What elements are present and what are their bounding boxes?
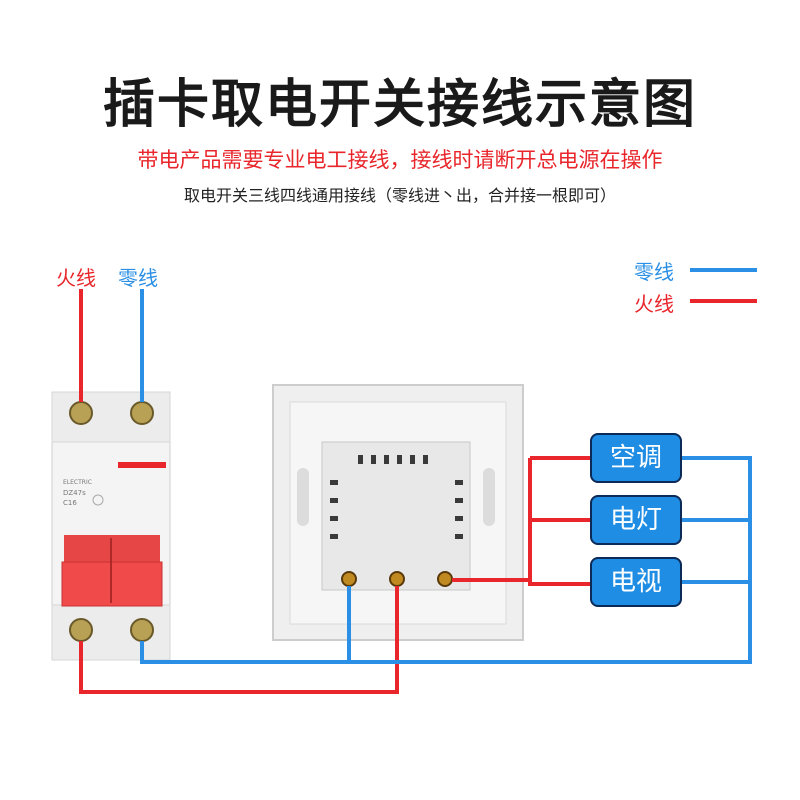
breaker-terminal-top-neutral[interactable] <box>130 401 154 425</box>
breaker-terminal-bottom-neutral[interactable] <box>130 618 154 642</box>
legend-neutral-label: 零线 <box>634 260 674 284</box>
neutral-input-label: 零线 <box>118 266 158 290</box>
switch-terminal-neutral[interactable] <box>341 571 357 587</box>
breaker-model: DZ47s <box>63 489 86 497</box>
neutral-wire-main <box>140 456 752 664</box>
load-light: 电灯 <box>590 495 682 545</box>
safety-warning: 带电产品需要专业电工接线，接线时请断开总电源在操作 <box>137 148 663 172</box>
switch-terminal-live-in[interactable] <box>389 571 405 587</box>
load-air-conditioner: 空调 <box>590 433 682 483</box>
breaker-terminal-top-live[interactable] <box>69 401 93 425</box>
live-input-label: 火线 <box>56 266 96 290</box>
page-title: 插卡取电开关接线示意图 <box>102 75 697 135</box>
live-wire-to-switch <box>79 586 399 694</box>
legend-live-label: 火线 <box>634 292 674 316</box>
breaker-brand: ELECTRIC <box>63 479 92 486</box>
breaker-rating: C16 <box>63 499 77 507</box>
load-tv: 电视 <box>590 557 682 607</box>
wiring-subtitle: 取电开关三线四线通用接线（零线进丶出，合并接一根即可） <box>183 186 616 205</box>
switch-terminal-live-out[interactable] <box>437 571 453 587</box>
breaker-terminal-bottom-live[interactable] <box>69 618 93 642</box>
circuit-breaker: ELECTRIC DZ47s C16 <box>51 391 171 661</box>
